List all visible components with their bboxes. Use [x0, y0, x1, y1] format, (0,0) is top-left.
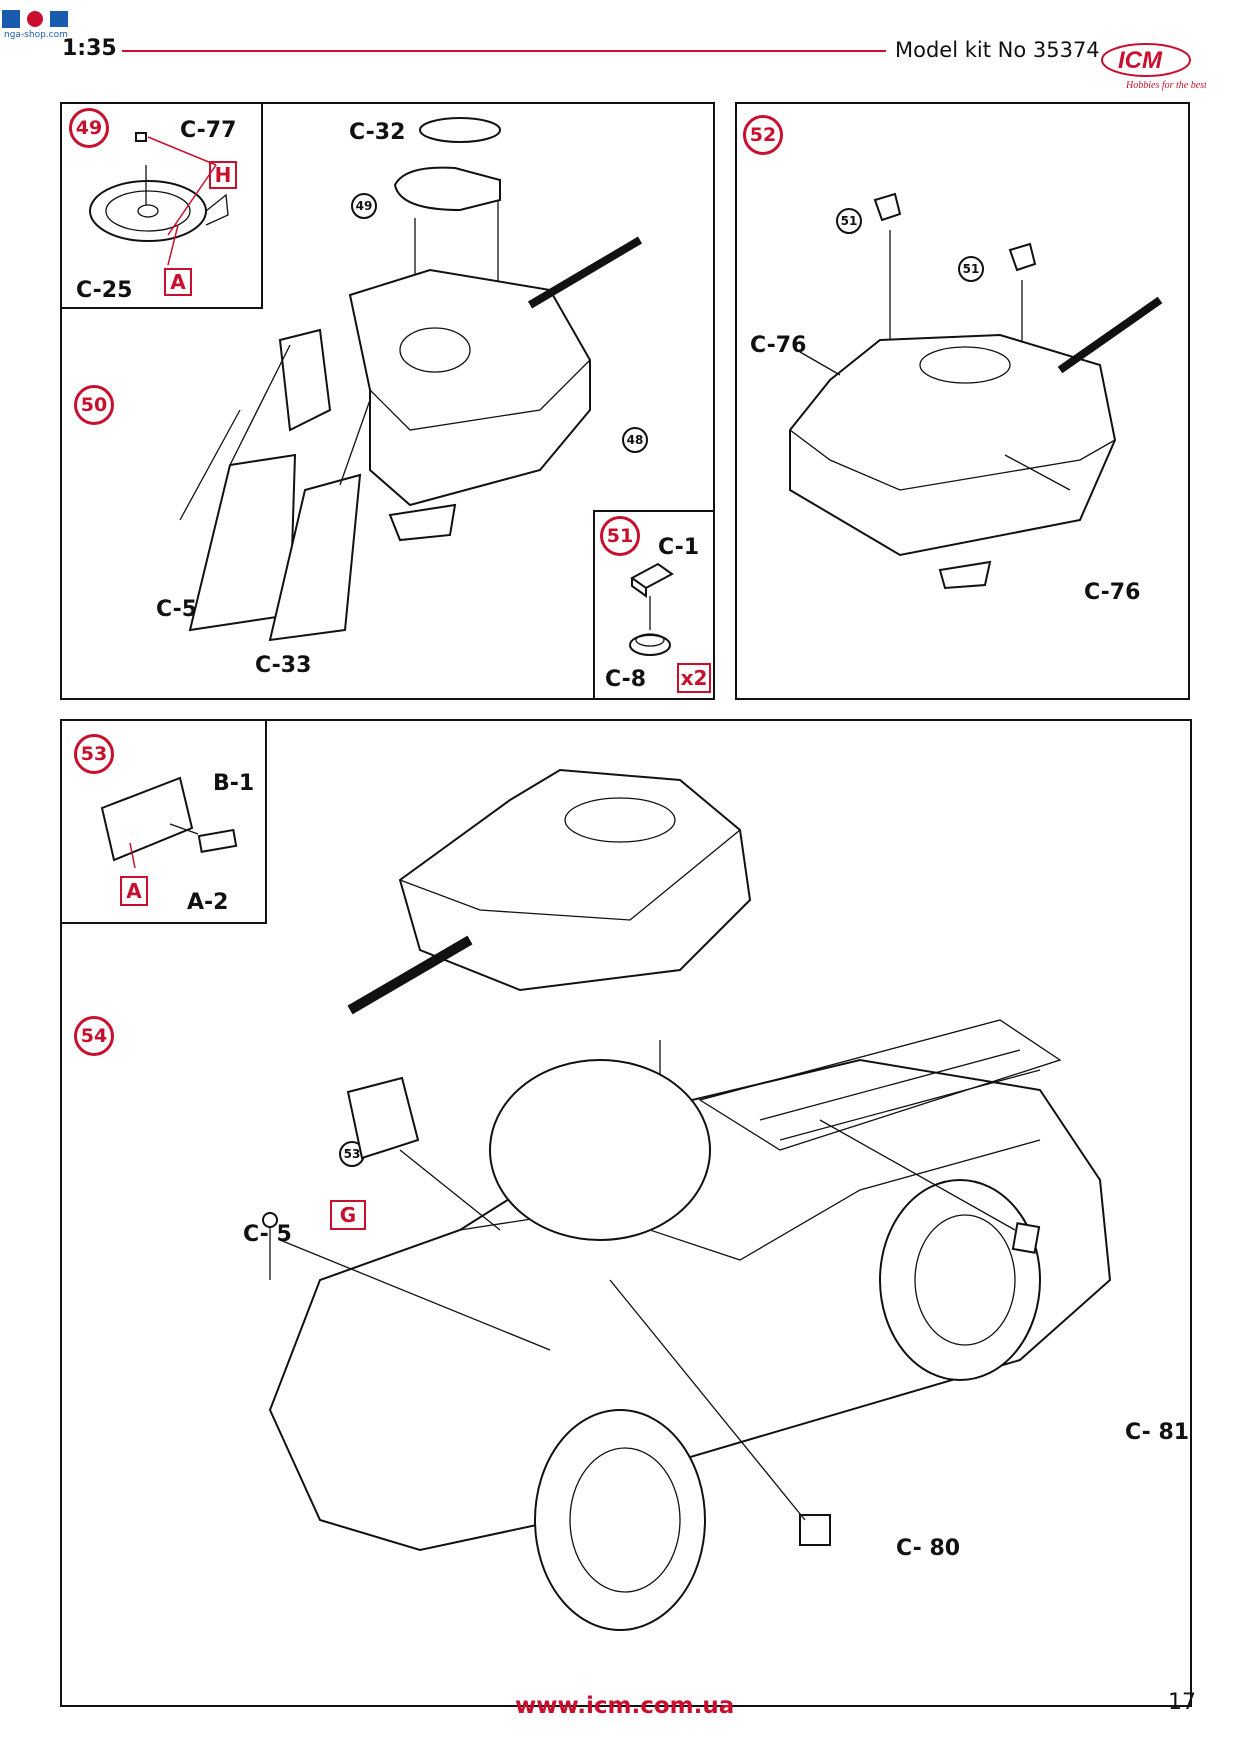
step-number-52: 52 [743, 115, 783, 155]
brand-tagline: Hobbies for the best [1125, 80, 1206, 91]
step-number-53: 53 [74, 734, 114, 774]
part-label-c76-left: C-76 [750, 333, 807, 358]
part-label-c80: C- 80 [896, 1536, 961, 1561]
turret-closed-drawing [789, 192, 1163, 590]
substep-ref-48: 48 [622, 427, 648, 453]
header-rule [122, 50, 886, 52]
substep-ref-49: 49 [351, 193, 377, 219]
part-label-c32: C-32 [349, 120, 406, 145]
part-label-c81: C- 81 [1125, 1420, 1190, 1445]
scale-label: 1:35 [62, 36, 117, 61]
step-number-51: 51 [600, 516, 640, 556]
part-label-c25: C-25 [76, 278, 133, 303]
step-number-50: 50 [74, 385, 114, 425]
kit-number: Model kit No 35374 [895, 38, 1100, 62]
marker-a-step53: A [120, 876, 148, 906]
part-label-c8: C-8 [605, 667, 647, 692]
panel-step-52 [735, 102, 1190, 700]
part-label-a2: A-2 [187, 890, 229, 915]
footer-url[interactable]: www.icm.com.ua [515, 1693, 735, 1719]
brand-text: ICM [1118, 47, 1163, 74]
part-label-b1: B-1 [213, 771, 255, 796]
watermark-text: nga-shop.com [4, 30, 68, 40]
substep-ref-51-left: 51 [836, 208, 862, 234]
turret-open-drawing [179, 117, 643, 642]
marker-a-step49: A [164, 268, 192, 296]
icm-logo: ICM Hobbies for the best [1096, 40, 1207, 92]
part-label-c76-right: C-76 [1084, 580, 1141, 605]
part-label-c1: C-1 [658, 535, 700, 560]
icm-logo-icon: ICM Hobbies for the best [1101, 43, 1207, 91]
plate-drawing [100, 776, 238, 869]
part-label-c33: C-33 [255, 653, 312, 678]
part-label-c77: C-77 [180, 118, 237, 143]
marker-g: G [330, 1200, 366, 1230]
watermark-logo: nga-shop.com [0, 8, 76, 44]
vehicle-assembly-drawing [262, 768, 1112, 1631]
marker-h: H [209, 161, 237, 189]
substep-ref-51-right: 51 [958, 256, 984, 282]
quantity-badge: x2 [677, 663, 711, 693]
step-number-49: 49 [69, 108, 109, 148]
panel-steps-53-54 [60, 719, 1192, 1707]
page-number: 17 [1168, 1690, 1196, 1715]
hatch-assembly-drawing [89, 132, 229, 266]
panel-steps-49-51 [60, 102, 715, 700]
watermark-icon [2, 10, 68, 28]
periscope-drawing [629, 562, 674, 656]
step-number-54: 54 [74, 1016, 114, 1056]
